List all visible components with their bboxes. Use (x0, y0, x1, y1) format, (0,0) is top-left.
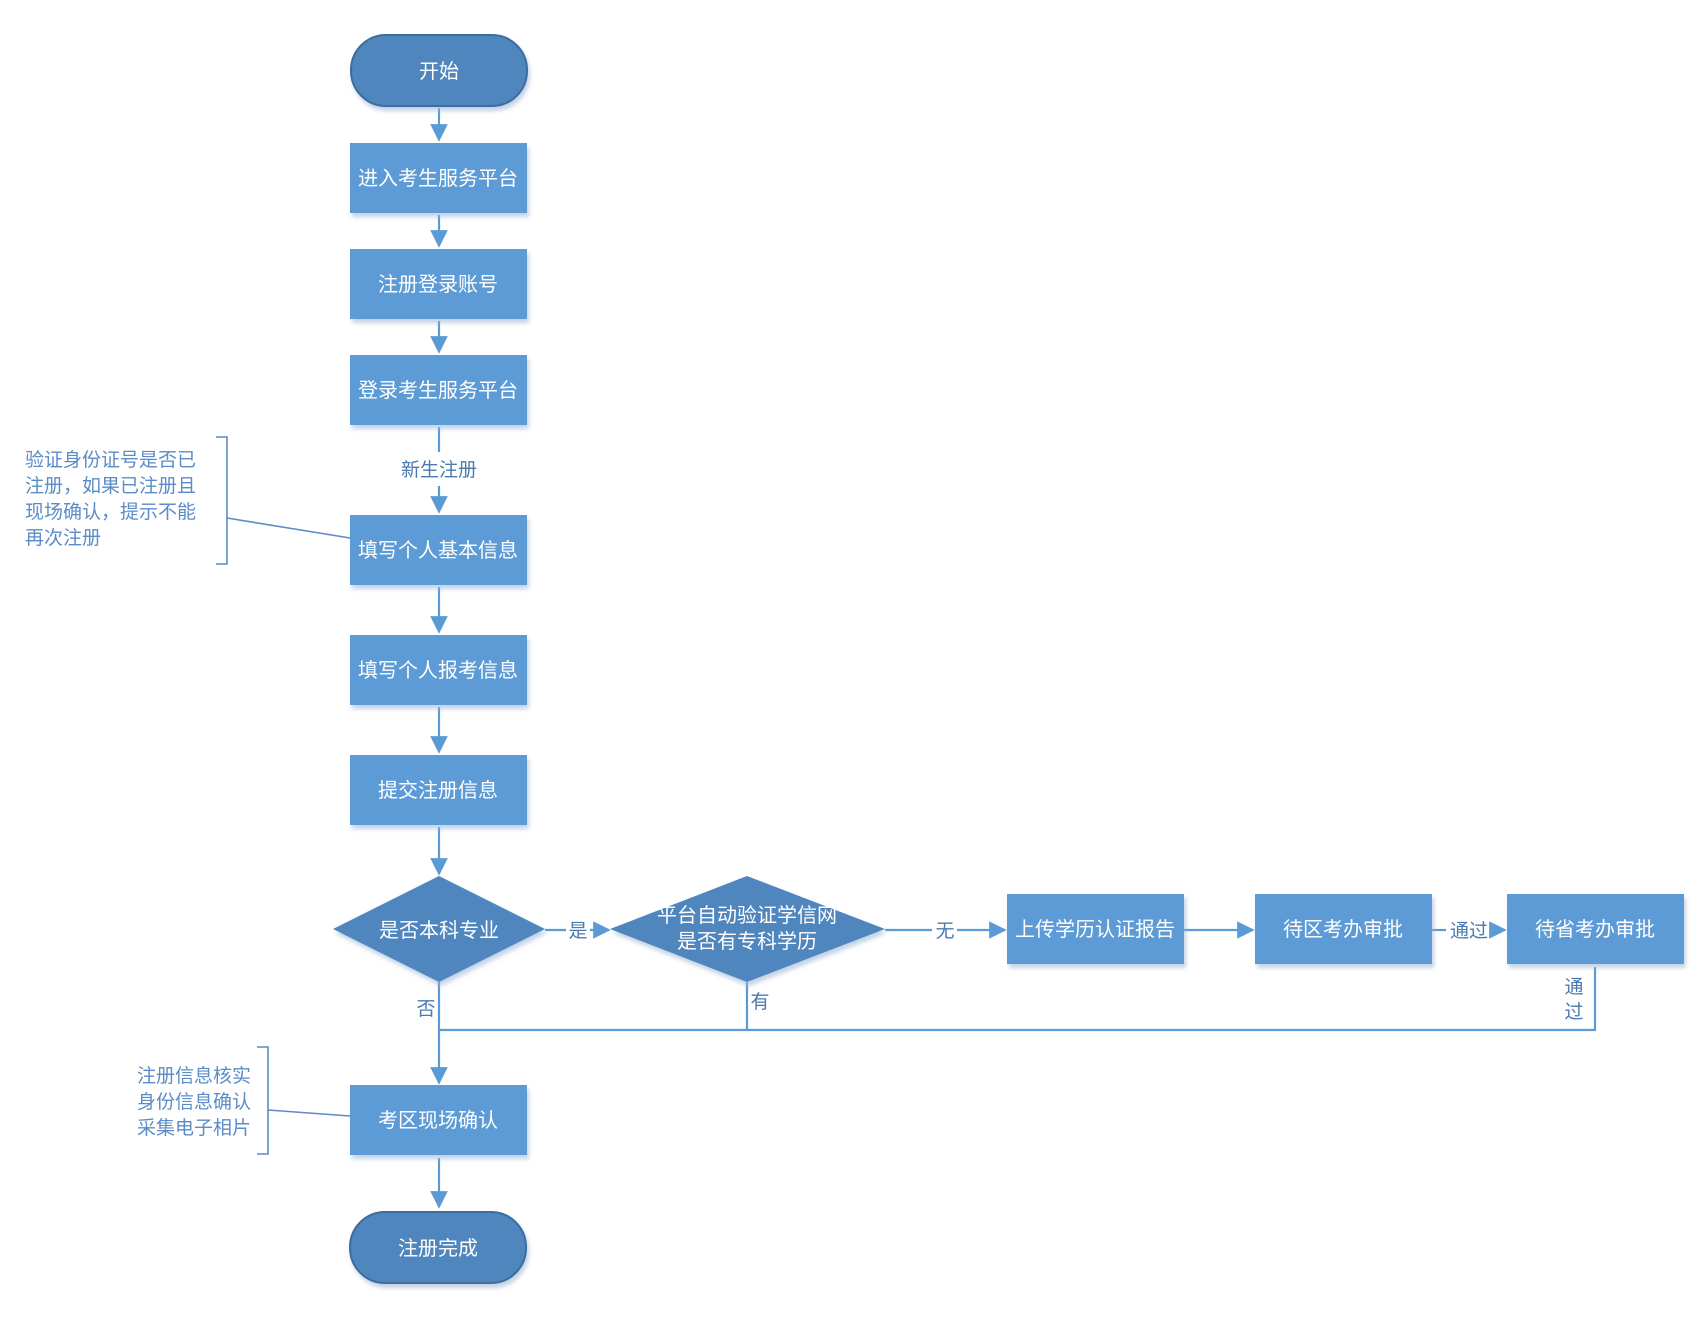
login-platform-label: 登录考生服务平台 (358, 378, 518, 402)
annotation-onsite-bracket (257, 1046, 269, 1155)
start-terminal: 开始 (350, 34, 528, 107)
upload-report-label: 上传学历认证报告 (1015, 917, 1175, 941)
annotation-id-check-line-3: 现场确认，提示不能 (25, 501, 196, 523)
is-bachelor-decision: 是否本科专业 (333, 876, 545, 982)
is-bachelor-shape (333, 876, 545, 982)
enter-platform-label: 进入考生服务平台 (358, 166, 518, 190)
edge-label-yes: 是 (568, 920, 587, 942)
edge-label-no: 否 (416, 998, 435, 1020)
edge-label-pass-vertical-2: 过 (1564, 1001, 1583, 1023)
start-label: 开始 (419, 59, 459, 83)
annotation-onsite: 注册信息核实 身份信息确认 采集电子相片 (137, 1046, 351, 1155)
annotation-id-check-connector (226, 517, 351, 539)
verify-shape (610, 876, 885, 982)
done-shape (349, 1211, 527, 1284)
login-platform-box: 登录考生服务平台 (350, 355, 527, 425)
is-bachelor-label: 是否本科专业 (379, 918, 499, 942)
submit-shape (350, 755, 527, 825)
province-review-box: 待省考办审批 (1507, 894, 1684, 964)
enter-platform-box: 进入考生服务平台 (350, 143, 527, 213)
annotation-onsite-line-2: 身份信息确认 (137, 1091, 251, 1113)
fill-basic-label: 填写个人基本信息 (358, 538, 518, 562)
upload-report-box: 上传学历认证报告 (1007, 894, 1184, 964)
district-review-shape (1255, 894, 1432, 964)
verify-label-line1: 平台自动验证学信网 (657, 903, 837, 927)
edge-label-has: 有 (750, 991, 769, 1013)
province-review-label: 待省考办审批 (1535, 917, 1655, 941)
annotation-id-check-line-4: 再次注册 (25, 527, 101, 549)
annotation-onsite-line-3: 采集电子相片 (137, 1117, 251, 1139)
edge-label-pass: 通过 (1450, 920, 1488, 942)
annotation-onsite-connector (267, 1109, 351, 1117)
onsite-confirm-shape (350, 1085, 527, 1155)
annotation-id-check-bracket (216, 436, 228, 565)
submit-label: 提交注册信息 (378, 778, 498, 802)
annotation-onsite-line-1: 注册信息核实 (137, 1065, 251, 1087)
annotation-id-check-line-2: 注册，如果已注册且 (25, 475, 196, 497)
connectors (430, 108, 1597, 1209)
province-review-shape (1507, 894, 1684, 964)
fill-basic-shape (350, 515, 527, 585)
annotation-id-check: 验证身份证号是否已 注册，如果已注册且 现场确认，提示不能 再次注册 (25, 436, 351, 565)
verify-label-line2: 是否有专科学历 (677, 929, 817, 953)
register-account-label: 注册登录账号 (378, 272, 498, 296)
register-account-shape (350, 249, 527, 319)
submit-box: 提交注册信息 (350, 755, 527, 825)
enter-platform-shape (350, 143, 527, 213)
district-review-box: 待区考办审批 (1255, 894, 1432, 964)
fill-basic-box: 填写个人基本信息 (350, 515, 527, 585)
start-shape (350, 34, 528, 107)
verify-decision: 平台自动验证学信网 是否有专科学历 (610, 876, 885, 982)
fill-exam-shape (350, 635, 527, 705)
fill-exam-label: 填写个人报考信息 (358, 658, 518, 682)
done-terminal: 注册完成 (349, 1211, 527, 1284)
onsite-confirm-label: 考区现场确认 (378, 1108, 498, 1132)
annotation-id-check-line-1: 验证身份证号是否已 (25, 449, 196, 471)
edge-label-new-register: 新生注册 (401, 459, 477, 481)
onsite-confirm-box: 考区现场确认 (350, 1085, 527, 1155)
line-province-pass-return (439, 967, 1597, 1032)
register-account-box: 注册登录账号 (350, 249, 527, 319)
done-label: 注册完成 (398, 1236, 478, 1260)
edge-label-pass-vertical-1: 通 (1564, 976, 1583, 998)
login-platform-shape (350, 355, 527, 425)
fill-exam-box: 填写个人报考信息 (350, 635, 527, 705)
edge-label-none: 无 (935, 920, 954, 942)
upload-report-shape (1007, 894, 1184, 964)
district-review-label: 待区考办审批 (1283, 917, 1403, 941)
